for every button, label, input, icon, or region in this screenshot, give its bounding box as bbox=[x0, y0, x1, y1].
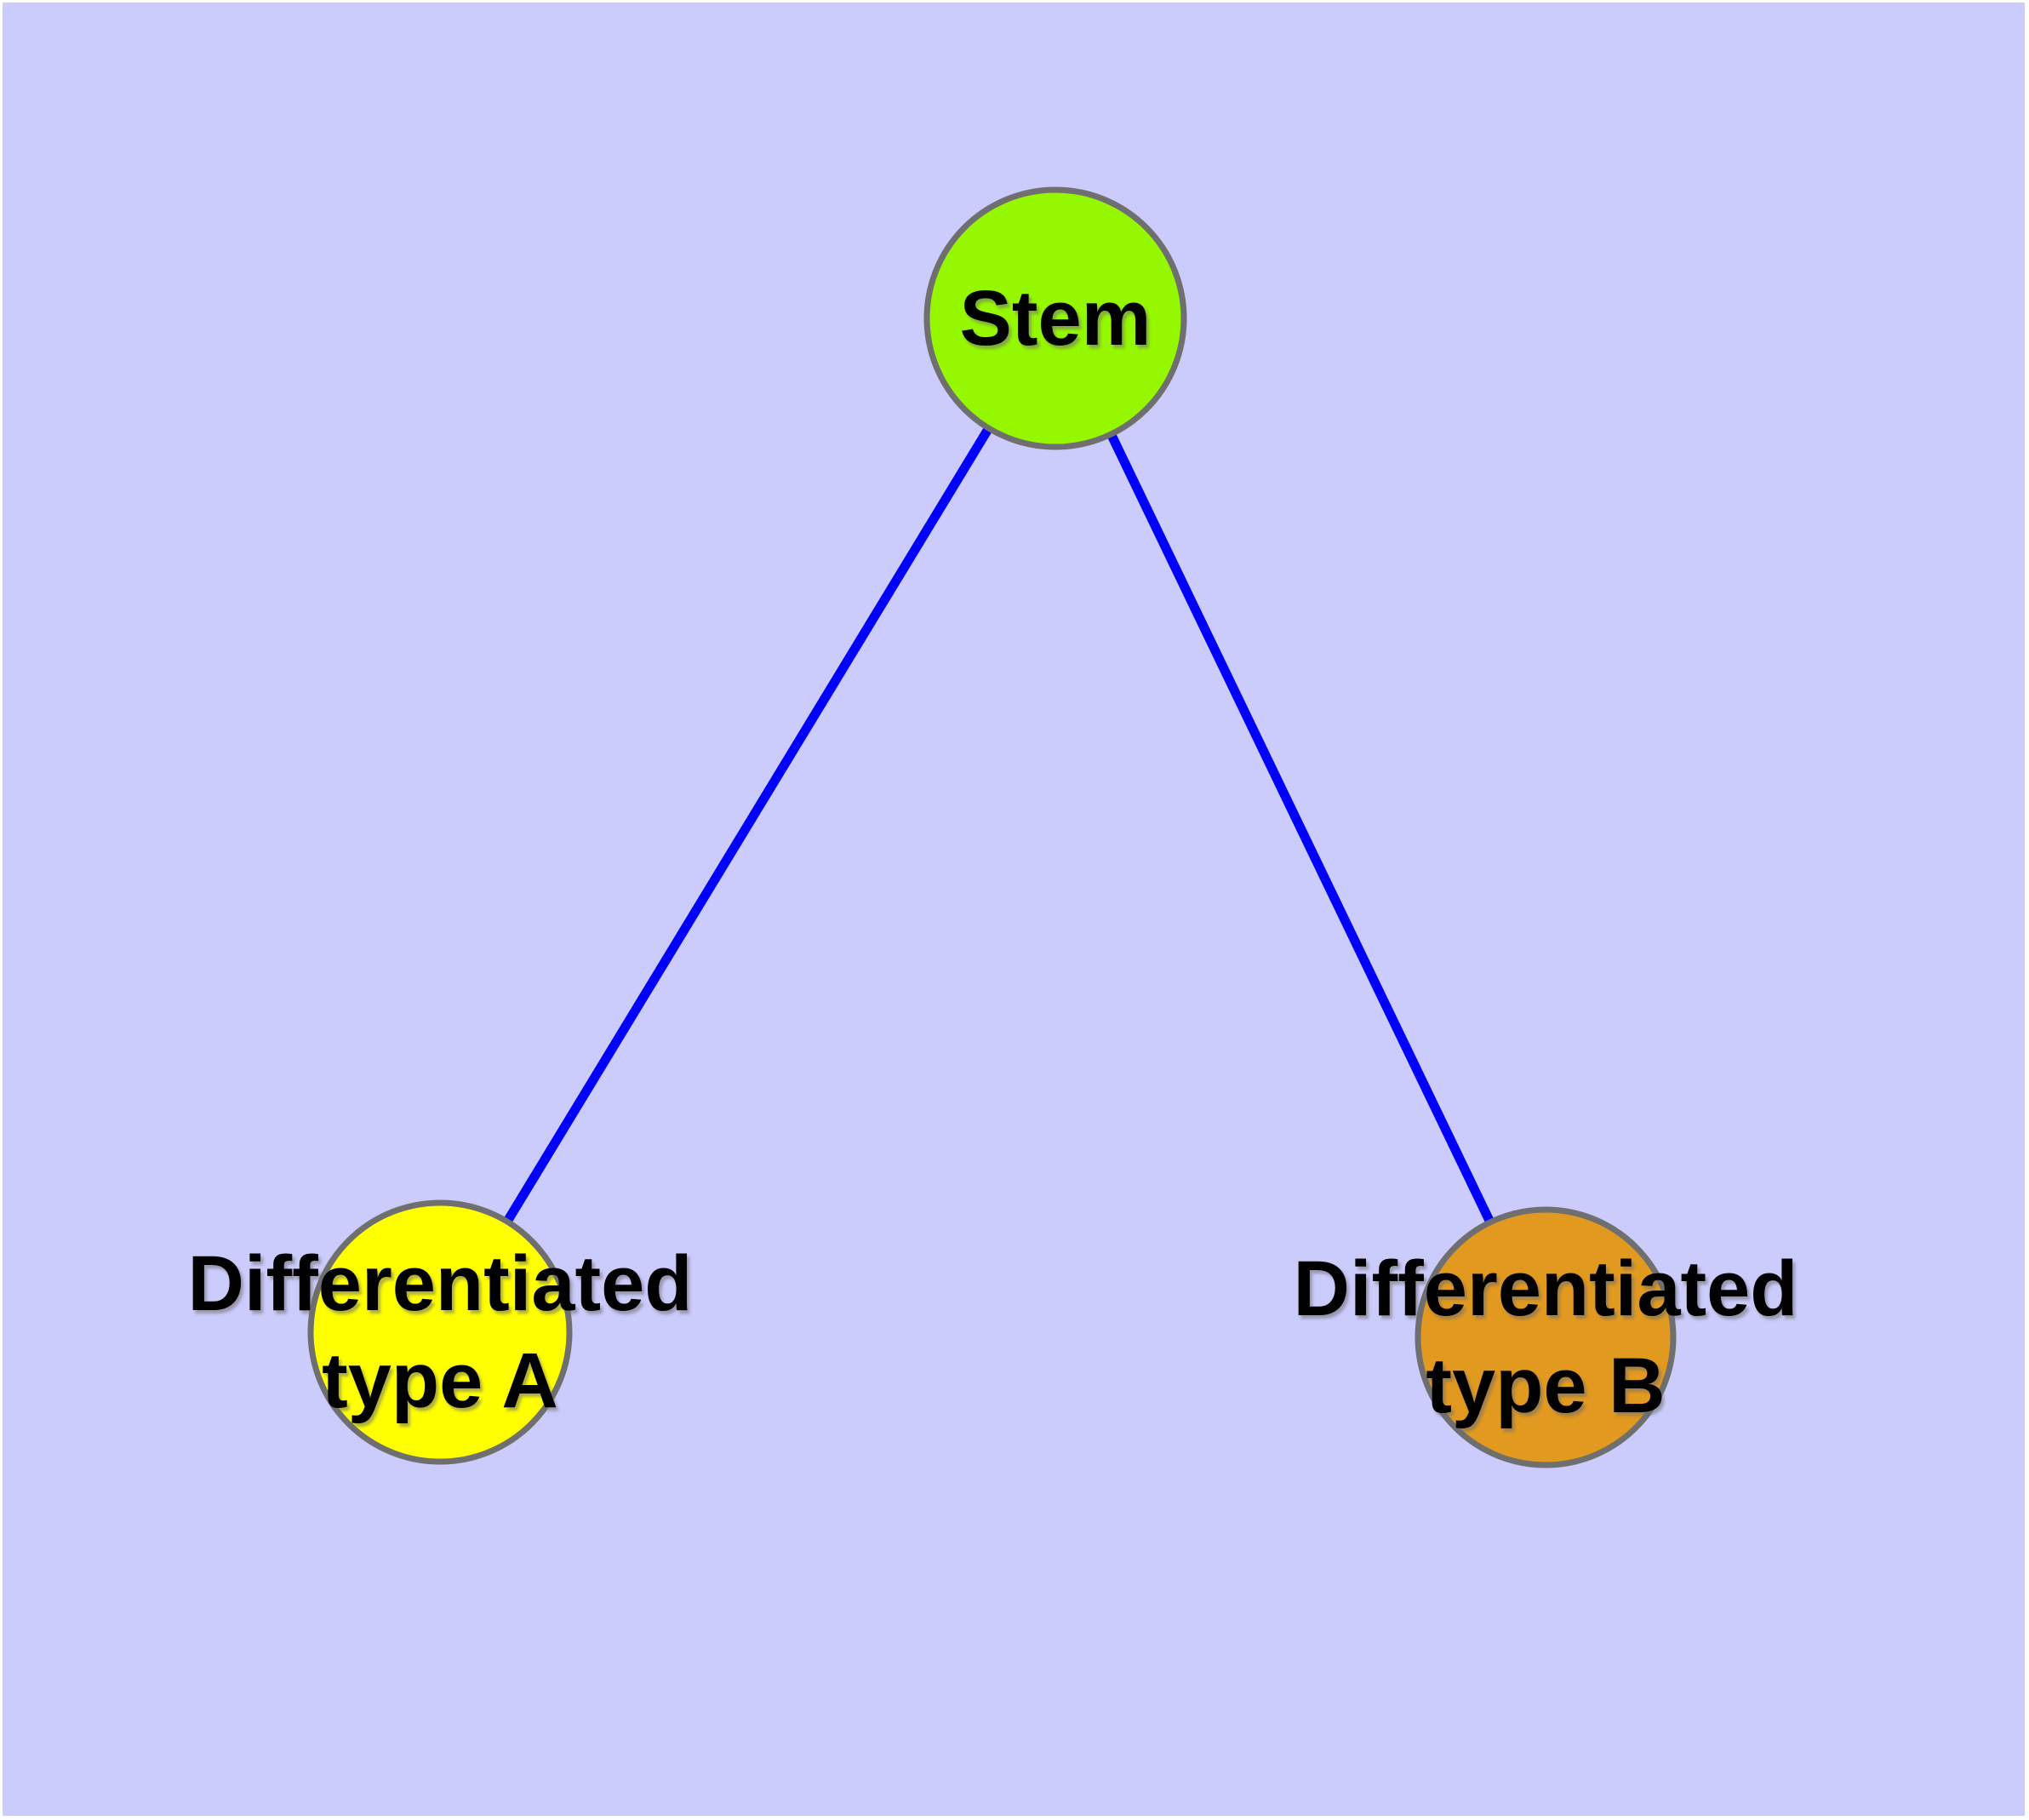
node-type-b[interactable] bbox=[1415, 1206, 1677, 1468]
nodes-layer bbox=[307, 186, 1677, 1468]
edge-stem-type-a[interactable] bbox=[436, 316, 1060, 1335]
edge-stem-type-b[interactable] bbox=[1051, 316, 1550, 1340]
edges-layer bbox=[436, 316, 1550, 1340]
node-type-a[interactable] bbox=[307, 1199, 573, 1465]
node-stem[interactable] bbox=[923, 186, 1187, 450]
